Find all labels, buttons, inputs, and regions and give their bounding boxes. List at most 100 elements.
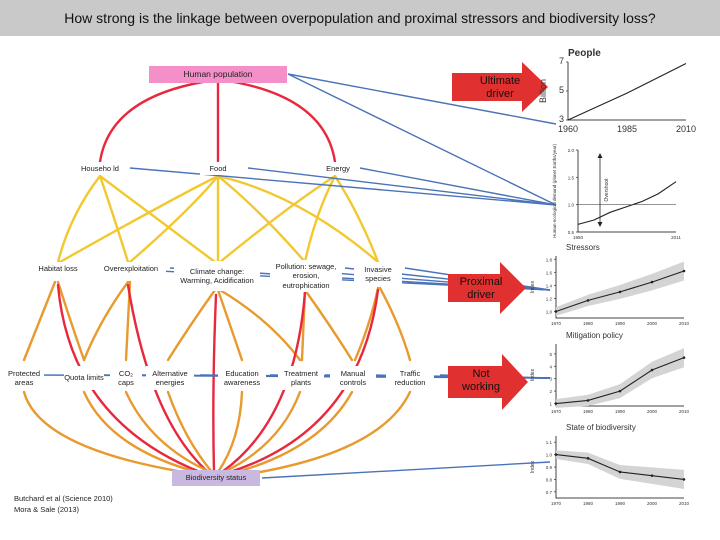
node-energy: Energy — [318, 162, 358, 175]
chart-ytick-label: 1.0 — [546, 453, 553, 458]
chart-xtick-label: 2010 — [676, 124, 696, 134]
chart-ytick-label: 1.6 — [546, 270, 553, 275]
chart-xtick-label: 1970 — [551, 409, 562, 414]
credit-line: Butchard et al (Science 2010) — [14, 494, 113, 503]
chart-ytick-label: 1.0 — [546, 309, 553, 314]
chart-annotation-arrowhead-up — [597, 153, 603, 158]
chart-ytick-label: 2 — [549, 389, 552, 394]
chart-xtick-label: 2011 — [671, 235, 681, 240]
chart-axis — [567, 62, 686, 121]
chart-point — [650, 474, 654, 477]
impact-links — [56, 283, 380, 474]
chart-point — [650, 368, 654, 372]
chart-ytick-label: 1.4 — [546, 283, 553, 288]
ultimate-driver-label: Ultimate driver — [479, 75, 521, 101]
chart-xtick-label: 2000 — [647, 409, 658, 414]
chart-ytick-label: 0.9 — [546, 465, 553, 470]
node-alternative-energies: Alternative energies — [146, 366, 194, 390]
page-title: How strong is the linkage between overpo… — [0, 0, 720, 36]
chart-xtick-label: 1970 — [551, 321, 562, 326]
chart-ytick-label: 1.8 — [546, 257, 553, 262]
not-working-arrow — [448, 354, 528, 410]
chart-4: State of biodiversityIndex0.70.80.91.01.… — [530, 423, 690, 506]
chart-xtick-label: 1980 — [583, 409, 594, 414]
node-biodiversity-status: Biodiversity status — [172, 470, 260, 486]
chart-ytick-label: 1.2 — [546, 296, 553, 301]
chart-xtick-label: 1980 — [583, 321, 594, 326]
chart-ytick-label: 5 — [549, 352, 552, 357]
chart-ylabel: Index — [530, 280, 536, 293]
node-food: Food — [200, 162, 236, 175]
chart-title: People — [568, 48, 601, 59]
chart-ytick-label: 3 — [549, 377, 552, 382]
chart-ylabel: Index — [530, 368, 536, 381]
chart-ytick-label: 1.0 — [568, 203, 575, 208]
chart-ylabel: Index — [530, 460, 536, 473]
chart-xtick-label: 1950 — [573, 235, 584, 240]
driver-links — [56, 174, 380, 264]
chart-annotation-arrowhead-down — [597, 222, 603, 227]
chart-series-line — [567, 62, 687, 121]
credits: Butchard et al (Science 2010) Mora & Sal… — [14, 494, 113, 516]
chart-xtick-label: 2010 — [679, 409, 690, 414]
chart-ytick-label: 4 — [549, 364, 552, 369]
chart-point — [682, 269, 686, 273]
chart-ytick-label: 0.5 — [568, 230, 575, 235]
chart-xtick-label: 1990 — [615, 501, 626, 506]
chart-title: Stressors — [566, 243, 600, 252]
chart-point — [586, 457, 590, 460]
node-overexploitation: Overexploitation — [96, 262, 166, 275]
chart-ylabel: Billion — [538, 79, 548, 103]
chart-point — [682, 356, 686, 359]
chart-axis — [577, 150, 676, 233]
node-climate-change: Climate change: Warming, Acidification — [174, 261, 260, 291]
population-links — [98, 78, 337, 164]
node-invasive-species: Invasive species — [354, 262, 402, 286]
chart-ylabel: Human ecological demand (planet Earths/y… — [552, 143, 557, 238]
chart-point — [554, 453, 558, 456]
proximal-driver-label: Proximal driver — [459, 276, 503, 302]
node-traffic-reduction: Traffic reduction — [386, 366, 434, 390]
chart-series-line — [577, 181, 677, 225]
node-quota-limits: Quota limits — [64, 366, 104, 390]
node-human-population: Human population — [149, 66, 287, 83]
chart-point — [618, 290, 622, 294]
node-manual-controls: Manual controls — [330, 366, 376, 390]
chart-confidence-band — [556, 450, 684, 489]
chart-ytick-label: 1.1 — [546, 440, 553, 445]
node-co2-caps: CO₂ caps — [110, 366, 142, 390]
chart-xtick-label: 1980 — [583, 501, 594, 506]
chart-xtick-label: 2010 — [679, 501, 690, 506]
chart-title: Mitigation policy — [566, 331, 623, 340]
not-working-label: Not working — [462, 368, 500, 394]
chart-ytick-label: 3 — [559, 114, 564, 124]
chart-axis — [555, 256, 684, 319]
chart-point — [682, 478, 686, 481]
chart-annotation: Overshoot — [604, 178, 610, 202]
credit-line: Mora & Sale (2013) — [14, 504, 80, 514]
chart-point — [618, 470, 622, 474]
node-protected-areas: Protected areas — [4, 366, 44, 390]
chart-point — [618, 389, 622, 393]
chart-point — [586, 299, 590, 302]
chart-point — [554, 310, 558, 313]
mitigation-links — [22, 280, 412, 362]
chart-xtick-label: 2000 — [647, 321, 658, 326]
chart-xtick-label: 1990 — [615, 409, 626, 414]
node-education-awareness: Education awareness — [218, 366, 266, 390]
link-population-energy — [220, 78, 337, 164]
chart-1: Human ecological demand (planet Earths/y… — [552, 143, 681, 240]
chart-ytick-label: 7 — [559, 56, 564, 66]
chart-ytick-label: 5 — [559, 85, 564, 95]
chart-point — [554, 402, 558, 405]
chart-ytick-label: 0.7 — [546, 490, 553, 495]
chart-xtick-label: 1985 — [617, 124, 637, 134]
chart-title: State of biodiversity — [566, 423, 636, 432]
ultimate-driver-arrow — [452, 62, 548, 112]
chart-confidence-band — [556, 348, 684, 408]
